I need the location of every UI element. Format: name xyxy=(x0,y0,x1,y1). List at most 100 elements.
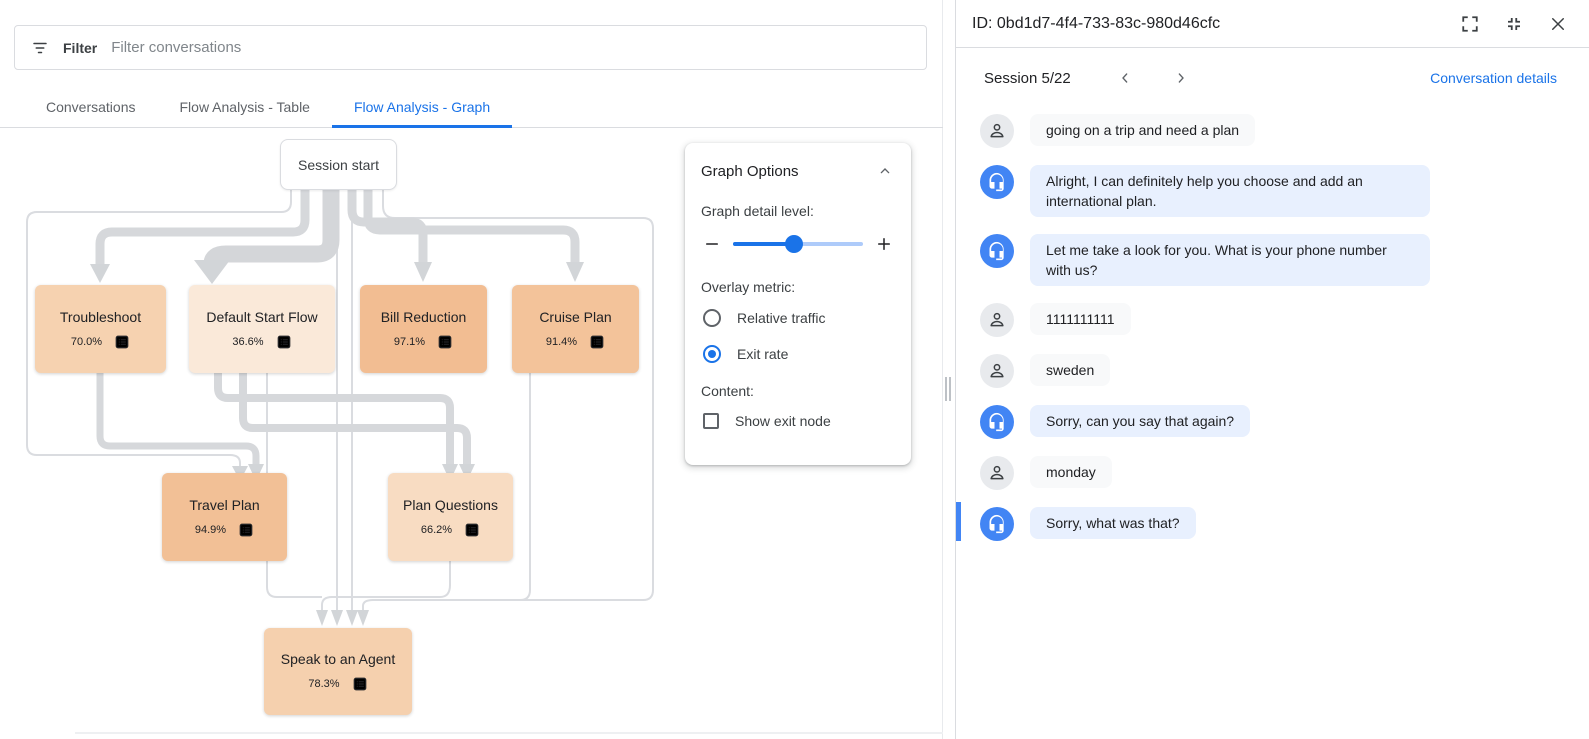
graph-detail-level-label: Graph detail level: xyxy=(701,203,814,219)
message-row[interactable]: Let me take a look for you. What is your… xyxy=(980,234,1565,286)
tab-flow-analysis-graph[interactable]: Flow Analysis - Graph xyxy=(331,88,513,128)
node-label: Default Start Flow xyxy=(206,308,318,325)
details-list-icon[interactable] xyxy=(238,522,254,538)
previous-session-button[interactable] xyxy=(1115,68,1135,88)
radio-circle-icon[interactable] xyxy=(703,309,721,327)
details-list-icon[interactable] xyxy=(276,334,292,350)
exit-rate-value: 78.3% xyxy=(308,678,340,690)
details-list-icon[interactable] xyxy=(589,334,605,350)
exit-rate-value: 91.4% xyxy=(545,335,578,348)
conversation-details-link[interactable]: Conversation details xyxy=(1430,70,1557,86)
exit-rate-value: 70.0% xyxy=(70,335,103,348)
session-nav-row: Session 5/22 Conversation details xyxy=(956,48,1589,100)
filter-bar[interactable]: Filter xyxy=(14,25,927,70)
node-speak-to-an-agent[interactable]: Speak to an Agent 78.3% xyxy=(264,628,412,715)
message-bubble[interactable]: Sorry, can you say that again? xyxy=(1030,405,1251,437)
agent-headset-icon xyxy=(980,234,1014,268)
graph-options-card: Graph Options Graph detail level: xyxy=(685,143,911,465)
filter-label: Filter xyxy=(63,39,98,56)
agent-headset-icon xyxy=(980,507,1014,541)
increase-detail-button[interactable] xyxy=(873,233,895,255)
message-row[interactable]: 1111111111 xyxy=(980,303,1565,337)
details-list-icon[interactable] xyxy=(437,334,453,350)
node-default-start-flow[interactable]: Default Start Flow 36.6% xyxy=(189,285,335,373)
node-label: Speak to an Agent xyxy=(280,651,396,667)
flow-analysis-panel: Filter Conversations Flow Analysis - Tab… xyxy=(0,0,943,739)
drag-handle-icon[interactable] xyxy=(945,377,951,401)
content-label: Content: xyxy=(701,383,754,399)
user-avatar-icon xyxy=(980,114,1014,148)
flow-graph-canvas[interactable]: Session start Troubleshoot 70.0% Default… xyxy=(0,128,943,739)
message-bubble[interactable]: Alright, I can definitely help you choos… xyxy=(1030,165,1430,217)
close-icon xyxy=(1552,17,1564,30)
node-travel-plan[interactable]: Travel Plan 94.9% xyxy=(162,473,287,561)
node-label: Troubleshoot xyxy=(59,308,142,325)
checkbox-label: Show exit node xyxy=(735,413,831,429)
message-row[interactable]: Sorry, what was that? xyxy=(956,502,1565,541)
exit-rate-value: 66.2% xyxy=(420,523,453,536)
node-bill-reduction[interactable]: Bill Reduction 97.1% xyxy=(360,285,487,373)
message-bubble[interactable]: Sorry, what was that? xyxy=(1030,507,1196,539)
minus-icon xyxy=(706,243,718,245)
radio-exit-rate[interactable]: Exit rate xyxy=(703,345,895,363)
decrease-detail-button[interactable] xyxy=(701,233,723,255)
exit-fullscreen-button[interactable] xyxy=(1503,13,1525,35)
details-list-icon[interactable] xyxy=(464,522,480,538)
fullscreen-icon xyxy=(1462,15,1478,32)
message-bubble[interactable]: 1111111111 xyxy=(1030,303,1131,335)
checkbox-icon[interactable] xyxy=(703,413,719,429)
message-row[interactable]: Sorry, can you say that again? xyxy=(980,405,1565,439)
node-troubleshoot[interactable]: Troubleshoot 70.0% xyxy=(35,285,166,373)
collapse-icon xyxy=(1508,17,1520,30)
message-row[interactable]: monday xyxy=(980,456,1565,490)
slider-fill xyxy=(733,242,795,246)
chevron-left-icon xyxy=(1121,73,1128,83)
plus-icon xyxy=(878,238,890,250)
tab-bar: Conversations Flow Analysis - Table Flow… xyxy=(0,88,943,128)
tab-flow-analysis-table[interactable]: Flow Analysis - Table xyxy=(179,98,310,115)
chevron-right-icon xyxy=(1178,73,1184,83)
message-bubble[interactable]: Let me take a look for you. What is your… xyxy=(1030,234,1430,286)
chevron-up-icon xyxy=(880,168,890,174)
message-bubble[interactable]: monday xyxy=(1030,456,1112,488)
detail-level-slider[interactable] xyxy=(733,235,863,253)
user-avatar-icon xyxy=(980,456,1014,490)
overlay-metric-label: Overlay metric: xyxy=(701,279,796,295)
node-label: Travel Plan xyxy=(189,496,260,513)
panel-resize-divider[interactable] xyxy=(943,0,956,739)
message-row[interactable]: going on a trip and need a plan xyxy=(980,114,1565,148)
message-row[interactable]: Alright, I can definitely help you choos… xyxy=(980,165,1565,217)
node-label: Bill Reduction xyxy=(380,308,467,325)
node-session-start[interactable]: Session start xyxy=(280,139,397,190)
agent-headset-icon xyxy=(980,405,1014,439)
fullscreen-button[interactable] xyxy=(1459,13,1481,35)
next-session-button[interactable] xyxy=(1171,68,1191,88)
detail-header: ID: 0bd1d7-4f4-733-83c-980d46cfc xyxy=(956,0,1589,48)
details-list-icon[interactable] xyxy=(352,676,368,692)
filter-conversations-input[interactable] xyxy=(111,39,910,56)
node-plan-questions[interactable]: Plan Questions 66.2% xyxy=(388,473,513,561)
user-avatar-icon xyxy=(980,354,1014,388)
exit-rate-value: 36.6% xyxy=(232,335,264,348)
conversation-detail-panel: ID: 0bd1d7-4f4-733-83c-980d46cfc Session… xyxy=(956,0,1589,739)
close-panel-button[interactable] xyxy=(1547,13,1569,35)
exit-rate-value: 97.1% xyxy=(393,335,426,348)
details-list-icon[interactable] xyxy=(114,334,130,350)
user-avatar-icon xyxy=(980,303,1014,337)
message-bubble[interactable]: going on a trip and need a plan xyxy=(1030,114,1256,146)
filter-icon xyxy=(31,39,49,57)
slider-thumb[interactable] xyxy=(785,235,804,253)
message-row[interactable]: sweden xyxy=(980,354,1565,388)
message-bubble[interactable]: sweden xyxy=(1030,354,1111,386)
radio-relative-traffic[interactable]: Relative traffic xyxy=(703,309,895,327)
radio-label: Relative traffic xyxy=(737,310,826,326)
node-cruise-plan[interactable]: Cruise Plan 91.4% xyxy=(512,285,639,373)
tab-conversations[interactable]: Conversations xyxy=(46,98,136,115)
node-label: Plan Questions xyxy=(403,496,498,513)
show-exit-node-checkbox-row[interactable]: Show exit node xyxy=(703,413,895,429)
radio-circle-icon[interactable] xyxy=(703,345,721,363)
collapse-options-button[interactable] xyxy=(875,161,895,181)
conversation-id-title: ID: 0bd1d7-4f4-733-83c-980d46cfc xyxy=(972,14,1221,32)
agent-headset-icon xyxy=(980,165,1014,199)
